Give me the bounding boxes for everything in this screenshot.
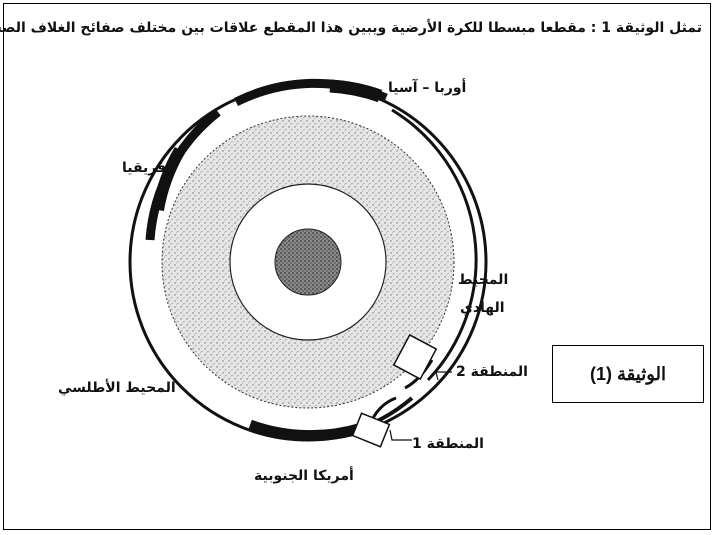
label-pacific-line2: الهادي <box>460 300 505 316</box>
label-zone-2: المنطقة 2 <box>456 364 528 380</box>
document-number-box: الوثيقة (1) <box>552 345 704 403</box>
label-atlantic: المحيط الأطلسي <box>58 380 176 396</box>
label-africa: إفريقيا <box>122 160 171 176</box>
pointer-zone-1 <box>390 430 412 440</box>
label-pacific-line1: المحيط <box>458 272 508 288</box>
document-number-label: الوثيقة (1) <box>590 364 666 385</box>
label-south-america: أمريكا الجنوبية <box>254 468 354 484</box>
label-zone-1: المنطقة 1 <box>412 436 484 452</box>
inner-core <box>275 229 341 295</box>
label-europe-asia: أوربا – آسيا <box>388 80 466 96</box>
